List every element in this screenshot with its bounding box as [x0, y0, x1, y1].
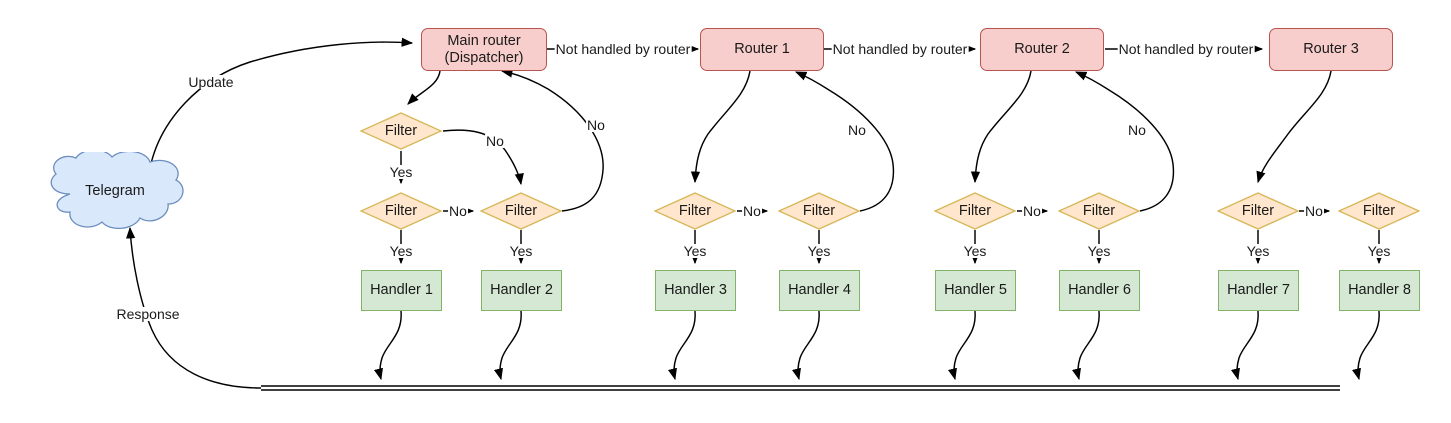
edge-filter-a1-no	[442, 129, 524, 186]
edge-label-not-handled-1: Not handled by router	[554, 41, 692, 57]
edge-label-yes-a2: Yes	[388, 243, 414, 259]
edge-handler6-to-bus	[1071, 310, 1100, 381]
diamond-icon	[480, 192, 562, 230]
edge-handler2-to-bus	[493, 310, 522, 381]
edge-label-no-b2: No	[847, 122, 867, 138]
edge-label-yes-d1: Yes	[1245, 243, 1271, 259]
edge-label-no-c2: No	[1127, 122, 1147, 138]
handler-1-label: Handler 1	[370, 282, 433, 299]
node-handler-3[interactable]: Handler 3	[655, 270, 736, 311]
main-router-label-line2: (Dispatcher)	[444, 49, 524, 66]
edge-label-not-handled-3: Not handled by router	[1117, 41, 1255, 57]
node-filter-a3[interactable]: Filter	[480, 192, 562, 230]
edge-handler7-to-bus	[1230, 310, 1259, 381]
diamond-icon	[1058, 192, 1140, 230]
edge-label-no-c1: No	[1022, 203, 1042, 219]
diamond-icon	[1217, 192, 1299, 230]
node-handler-7[interactable]: Handler 7	[1218, 270, 1299, 311]
cloud-icon	[50, 152, 184, 229]
diamond-icon	[778, 192, 860, 230]
handler-5-label: Handler 5	[944, 282, 1007, 299]
edge-router1-to-filter-b1	[690, 70, 751, 184]
edge-label-update: Update	[187, 74, 235, 90]
node-handler-4[interactable]: Handler 4	[779, 270, 860, 311]
telegram-label: Telegram	[85, 183, 145, 199]
filter-c2-label: Filter	[1082, 203, 1116, 219]
node-router-1[interactable]: Router 1	[700, 28, 824, 71]
edge-label-yes-b1: Yes	[682, 243, 708, 259]
diamond-icon	[1338, 192, 1420, 230]
edge-label-yes-b2: Yes	[806, 243, 832, 259]
edge-handler1-to-bus	[373, 310, 402, 381]
diamond-icon	[360, 192, 442, 230]
edge-label-yes-c1: Yes	[962, 243, 988, 259]
handler-3-label: Handler 3	[664, 282, 727, 299]
node-filter-c2[interactable]: Filter	[1058, 192, 1140, 230]
node-router-2[interactable]: Router 2	[980, 28, 1104, 71]
node-filter-a1[interactable]: Filter	[360, 112, 442, 150]
filter-a3-label: Filter	[504, 203, 538, 219]
filter-d2-label: Filter	[1362, 203, 1396, 219]
edge-label-yes-d2: Yes	[1366, 243, 1392, 259]
router-3-label: Router 3	[1303, 41, 1359, 58]
edge-label-yes-a1: Yes	[388, 164, 414, 180]
router-2-label: Router 2	[1014, 41, 1070, 58]
node-handler-5[interactable]: Handler 5	[935, 270, 1016, 311]
filter-a1-label: Filter	[384, 123, 418, 139]
edge-handler4-to-bus	[791, 310, 820, 381]
edge-label-no-b1: No	[742, 203, 762, 219]
handler-7-label: Handler 7	[1227, 282, 1290, 299]
node-filter-b1[interactable]: Filter	[654, 192, 736, 230]
edge-router2-to-filter-c1	[970, 70, 1032, 184]
edge-filter-c2-no	[1074, 71, 1175, 212]
edge-router3-to-filter-d1	[1256, 70, 1332, 184]
telegram-cloud: Telegram	[42, 152, 188, 230]
edge-label-no-a2: No	[448, 203, 468, 219]
handler-4-label: Handler 4	[788, 282, 851, 299]
main-router-label-line1: Main router	[447, 32, 521, 49]
filter-a2-label: Filter	[384, 203, 418, 219]
edge-label-no-a1: No	[485, 133, 505, 149]
edge-label-yes-a3: Yes	[508, 243, 534, 259]
edge-filter-a3-no	[500, 68, 604, 212]
handler-6-label: Handler 6	[1068, 282, 1131, 299]
edge-handler8-to-bus	[1351, 310, 1380, 381]
node-handler-1[interactable]: Handler 1	[361, 270, 442, 311]
filter-c1-label: Filter	[958, 203, 992, 219]
node-handler-8[interactable]: Handler 8	[1339, 270, 1420, 311]
edge-label-response: Response	[115, 306, 181, 322]
diamond-icon	[934, 192, 1016, 230]
edge-handler3-to-bus	[667, 310, 696, 381]
handler-2-label: Handler 2	[490, 282, 553, 299]
diamond-icon	[654, 192, 736, 230]
filter-d1-label: Filter	[1241, 203, 1275, 219]
edge-label-not-handled-2: Not handled by router	[831, 41, 969, 57]
handler-8-label: Handler 8	[1348, 282, 1411, 299]
node-filter-c1[interactable]: Filter	[934, 192, 1016, 230]
node-handler-6[interactable]: Handler 6	[1059, 270, 1140, 311]
filter-b1-label: Filter	[678, 203, 712, 219]
filter-b2-label: Filter	[802, 203, 836, 219]
node-filter-b2[interactable]: Filter	[778, 192, 860, 230]
diamond-icon	[360, 112, 442, 150]
edge-label-no-a3: No	[586, 117, 606, 133]
edge-mainrouter-to-filter-a1	[407, 70, 441, 105]
node-router-3[interactable]: Router 3	[1269, 28, 1393, 71]
node-filter-d1[interactable]: Filter	[1217, 192, 1299, 230]
edge-handler5-to-bus	[947, 310, 976, 381]
node-filter-a2[interactable]: Filter	[360, 192, 442, 230]
edge-filter-b2-no	[794, 71, 895, 212]
edge-label-no-d1: No	[1304, 203, 1324, 219]
node-filter-d2[interactable]: Filter	[1338, 192, 1420, 230]
edge-label-yes-c2: Yes	[1086, 243, 1112, 259]
node-handler-2[interactable]: Handler 2	[481, 270, 562, 311]
node-main-router[interactable]: Main router (Dispatcher)	[421, 28, 547, 71]
router-1-label: Router 1	[734, 41, 790, 58]
